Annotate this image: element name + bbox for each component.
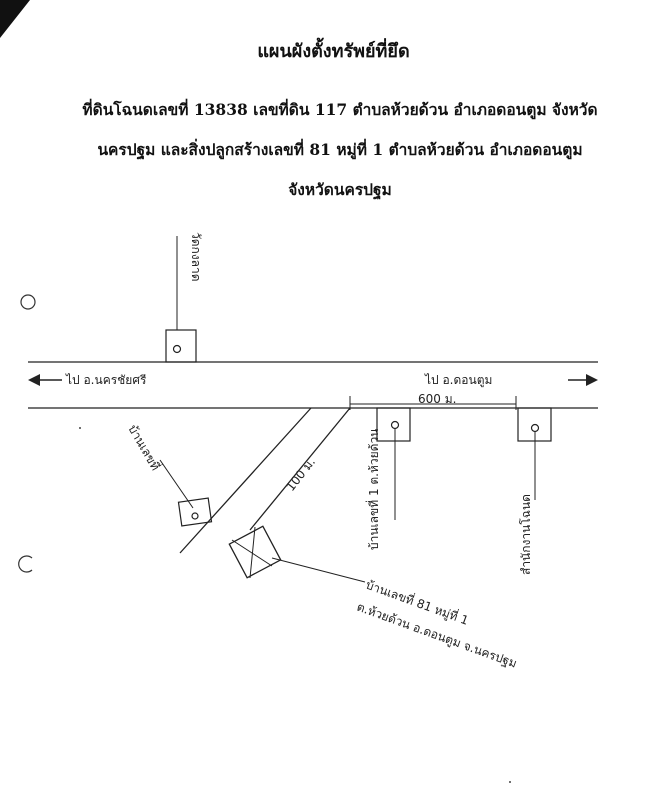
road-left-label: ไป อ.นครชัยศรี [65,373,147,387]
description-line-2: นครปฐม และสิ่งปลูกสร้างเลขที่ 81 หมู่ที่… [97,140,583,159]
speck-2 [509,781,511,783]
road-right-label: ไป อ.ดอนตูม [424,373,492,388]
distance-600-label: 600 ม. [418,392,456,406]
parcel-left-marker [191,512,199,520]
distance-100-label: 100 ม. [283,455,318,494]
parcel-mid-label: บ้านเลขที่ 1 ต.ห้วยด้วน [365,429,381,550]
temple-parcel [165,329,197,363]
punch-hole-bottom [18,555,33,573]
description-line-3: จังหวัดนครปฐม [288,180,392,199]
target-leader [271,557,366,583]
parcel-right-label: สำนักงานโฉนด [519,494,533,575]
parcel-left [177,497,213,527]
target-cross-2 [249,526,256,579]
description-line-1: ที่ดินโฉนดเลขที่ 13838 เลขที่ดิน 117 ตำบ… [82,100,598,119]
punch-hole-top [20,294,36,310]
soi-right-edge [249,407,351,531]
speck-1 [79,427,81,429]
parcel-left-leader [159,459,194,509]
arrow-right-head [586,374,598,386]
soi-left-edge [179,407,312,554]
page-title: แผนผังตั้งทรัพย์ที่ยึด [257,41,410,62]
temple-label: วัดกงลาด [189,232,203,282]
target-property [228,525,282,579]
parcel-mid-marker [390,420,400,430]
corner-mark [0,0,30,38]
parcel-left-label: บ้านเลขที่ [125,422,164,473]
parcel-mid [376,407,411,442]
temple-marker [172,344,182,354]
parcel-right-marker [530,423,540,433]
arrow-left-head [28,374,40,386]
property-description: ที่ดินโฉนดเลขที่ 13838 เลขที่ดิน 117 ตำบ… [60,90,620,210]
